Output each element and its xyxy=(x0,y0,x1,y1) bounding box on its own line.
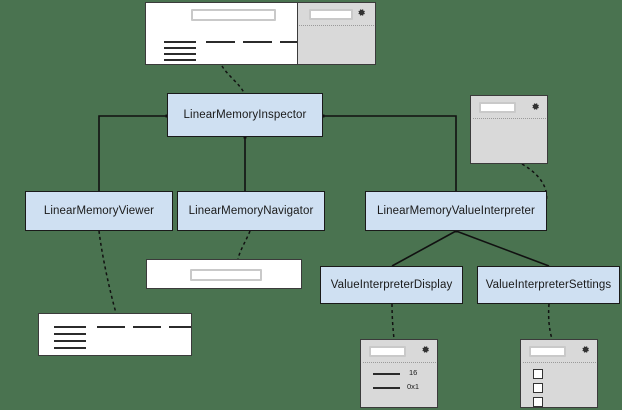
edge-interpreter-mock-link xyxy=(521,163,548,213)
node-value-interpreter-settings[interactable]: ValueInterpreterSettings xyxy=(477,266,620,304)
display-mock-divider xyxy=(363,362,437,363)
node-linear-memory-viewer[interactable]: LinearMemoryViewer xyxy=(25,191,173,231)
viewer-mock-row xyxy=(54,333,86,335)
display-mock-value: 16 xyxy=(409,368,418,377)
inspector-mock-right-pill xyxy=(309,9,353,20)
linear-memory-navigator-mockup xyxy=(146,259,302,289)
node-label: ValueInterpreterDisplay xyxy=(330,279,453,291)
node-value-interpreter-display[interactable]: ValueInterpreterDisplay xyxy=(320,266,463,304)
edge-navigator-mock-link xyxy=(237,230,251,260)
inspector-mock-address-pill xyxy=(191,9,276,21)
gear-icon[interactable] xyxy=(531,102,540,111)
edge-interpreter-to-display xyxy=(391,230,457,267)
node-linear-memory-inspector[interactable]: LinearMemoryInspector xyxy=(167,93,323,137)
settings-mock-divider xyxy=(523,362,597,363)
display-mock-pill xyxy=(369,346,406,357)
gear-icon[interactable] xyxy=(581,345,590,354)
interpreter-mock-pill xyxy=(479,102,516,113)
inspector-mock-row xyxy=(164,59,196,61)
viewer-mock-byte xyxy=(97,326,125,328)
edge-viewer-mock-link xyxy=(98,230,117,314)
inspector-mock-row xyxy=(164,41,196,43)
inspector-mock-row xyxy=(164,53,196,55)
settings-mock-checkbox[interactable] xyxy=(533,397,543,407)
viewer-mock-byte xyxy=(169,326,191,328)
node-linear-memory-navigator[interactable]: LinearMemoryNavigator xyxy=(177,191,325,231)
inspector-mock-row xyxy=(164,47,196,49)
inspector-mock-split xyxy=(297,3,298,64)
node-linear-memory-value-interpreter[interactable]: LinearMemoryValueInterpreter xyxy=(365,191,547,231)
edge-inspector-to-viewer xyxy=(98,115,167,191)
display-mock-label xyxy=(373,387,400,389)
interpreter-mock-divider xyxy=(473,118,547,119)
edge-inspector-mock-link xyxy=(221,65,245,94)
linear-memory-inspector-mockup xyxy=(145,2,376,65)
node-label: LinearMemoryInspector xyxy=(183,109,307,121)
edge-inspector-to-interpreter xyxy=(323,115,457,191)
node-label: LinearMemoryValueInterpreter xyxy=(377,205,535,217)
inspector-mock-byte xyxy=(206,41,235,43)
display-mock-label xyxy=(373,373,400,375)
node-label: LinearMemoryNavigator xyxy=(188,205,314,217)
node-label: ValueInterpreterSettings xyxy=(485,279,612,291)
navigator-mock-address-pill xyxy=(190,269,262,281)
viewer-mock-byte xyxy=(133,326,161,328)
gear-icon[interactable] xyxy=(421,345,430,354)
display-mock-value: 0x1 xyxy=(407,382,420,391)
settings-mock-checkbox[interactable] xyxy=(533,369,543,379)
viewer-mock-row xyxy=(54,326,86,328)
value-interpreter-mockup xyxy=(470,95,548,164)
viewer-mock-row xyxy=(54,347,86,349)
edge-interpreter-to-settings xyxy=(455,230,550,267)
settings-mock-checkbox[interactable] xyxy=(533,383,543,393)
inspector-mock-byte xyxy=(243,41,272,43)
settings-mock-pill xyxy=(529,346,566,357)
value-interpreter-settings-mockup xyxy=(520,339,598,408)
value-interpreter-display-mockup: 16 0x1 xyxy=(360,339,438,408)
inspector-mock-byte xyxy=(280,41,304,43)
inspector-mock-right-divider xyxy=(299,25,375,26)
node-label: LinearMemoryViewer xyxy=(43,205,155,217)
edge-settings-mock-link xyxy=(547,303,553,340)
gear-icon[interactable] xyxy=(357,8,366,17)
edge-display-mock-link xyxy=(391,303,395,340)
viewer-mock-row xyxy=(54,340,86,342)
linear-memory-viewer-mockup xyxy=(38,313,192,356)
